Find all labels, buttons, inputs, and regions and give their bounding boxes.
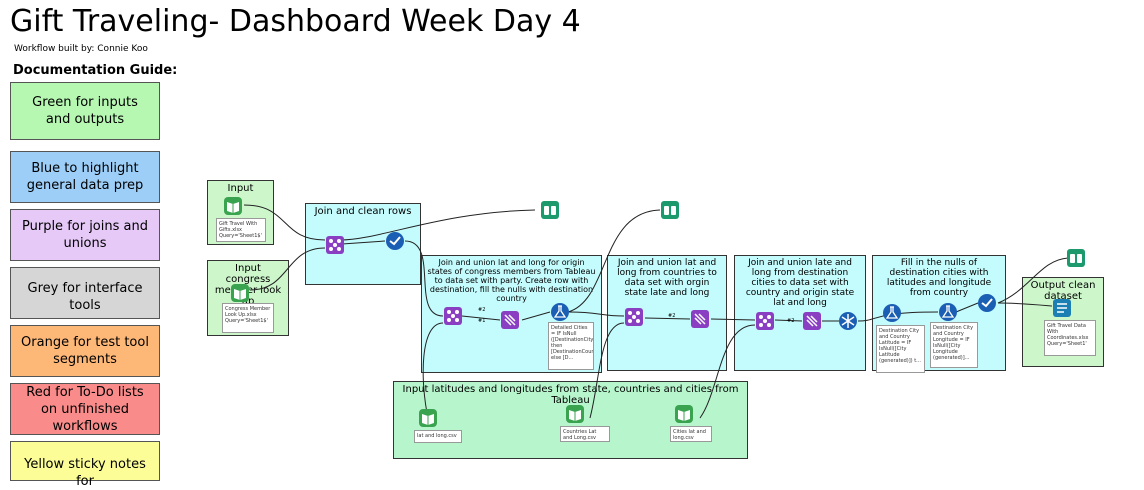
browse-binoculars-icon[interactable]	[540, 200, 560, 220]
documentation-guide-heading: Documentation Guide:	[13, 63, 178, 78]
congress-lookup-note: Congress Member Look Up.xlsx Query='Shee…	[222, 303, 274, 333]
join-icon[interactable]	[624, 307, 644, 327]
container-join-union-states-title: Join and union lat and long for origin s…	[427, 258, 596, 303]
formula-flask-icon[interactable]	[882, 303, 902, 323]
cleanse-check-icon[interactable]	[977, 293, 997, 313]
legend-orange: Orange for test tool segments	[10, 325, 160, 377]
destination-latitude-note: Destination City and Country Latitude = …	[876, 325, 925, 373]
book-input-icon[interactable]	[223, 196, 243, 216]
formula-flask-icon[interactable]	[938, 302, 958, 322]
container-fill-nulls-title: Fill in the nulls of destination cities …	[886, 258, 992, 298]
record-count-label: #1	[478, 318, 486, 324]
container-input-title: Input	[227, 183, 254, 194]
container-join-union-countries-title: Join and union lat and long from countri…	[617, 258, 717, 298]
book-input-icon[interactable]	[418, 408, 438, 428]
browse-binoculars-icon[interactable]	[660, 200, 680, 220]
legend-grey: Grey for interface tools	[10, 267, 160, 319]
browse-binoculars-icon[interactable]	[1066, 248, 1086, 268]
output-icon[interactable]	[1052, 298, 1072, 318]
cities-latlong-note: Cities lat and long.csv	[670, 426, 712, 442]
legend-purple: Purple for joins and unions	[10, 209, 160, 261]
cleanse-check-icon[interactable]	[385, 231, 405, 251]
formula-flask-icon[interactable]	[550, 302, 570, 322]
legend-grey-label: Grey for interface tools	[27, 281, 143, 313]
container-join-clean-title: Join and clean rows	[314, 206, 412, 217]
container-input-latlong-title: Input latitudes and longitudes from stat…	[402, 384, 739, 406]
legend-red: Red for To-Do lists on unfinished workfl…	[10, 383, 160, 435]
union-icon[interactable]	[690, 309, 710, 329]
record-count-label: #2	[478, 307, 486, 313]
union-icon[interactable]	[802, 311, 822, 331]
book-input-icon[interactable]	[230, 283, 250, 303]
detailed-cities-note: Detailed Cities = IF IsNull ([Destinatio…	[548, 322, 594, 370]
legend-red-label: Red for To-Do lists on unfinished workfl…	[26, 384, 144, 434]
legend-orange-label: Orange for test tool segments	[21, 335, 149, 367]
book-input-icon[interactable]	[674, 404, 694, 424]
legend-purple-label: Purple for joins and unions	[22, 219, 148, 251]
snowflake-icon[interactable]	[838, 311, 858, 331]
container-join-union-cities[interactable]: Join and union late and long from destin…	[734, 255, 866, 371]
legend-green: Green for inputs and outputs	[10, 82, 160, 140]
join-icon[interactable]	[755, 311, 775, 331]
container-join-union-cities-title: Join and union late and long from destin…	[745, 258, 855, 308]
book-input-icon[interactable]	[565, 404, 585, 424]
join-icon[interactable]	[443, 306, 463, 326]
destination-longitude-note: Destination City and Country Longitude =…	[930, 322, 978, 368]
gift-travel-note: Gift Travel With Gifts.xlsx Query='Sheet…	[216, 218, 266, 242]
container-output-clean-title: Output clean dataset	[1030, 280, 1096, 302]
page-title: Gift Traveling- Dashboard Week Day 4	[10, 4, 581, 39]
union-icon[interactable]	[500, 310, 520, 330]
connection-wires	[243, 204, 1069, 419]
record-count-label: #2	[787, 318, 795, 324]
legend-green-label: Green for inputs and outputs	[32, 95, 138, 127]
legend-blue-label: Blue to highlight general data prep	[26, 161, 144, 193]
output-file-note: Gift Travel Data With Coordinates.xlsx Q…	[1044, 320, 1096, 356]
author-credit: Workflow built by: Connie Koo	[14, 44, 148, 54]
countries-latlong-note: Countries Lat and Long.csv	[560, 426, 610, 442]
record-count-label: #2	[668, 313, 676, 319]
join-icon[interactable]	[325, 235, 345, 255]
lat-long-note: lat and long.csv	[414, 430, 462, 443]
legend-blue: Blue to highlight general data prep	[10, 151, 160, 203]
